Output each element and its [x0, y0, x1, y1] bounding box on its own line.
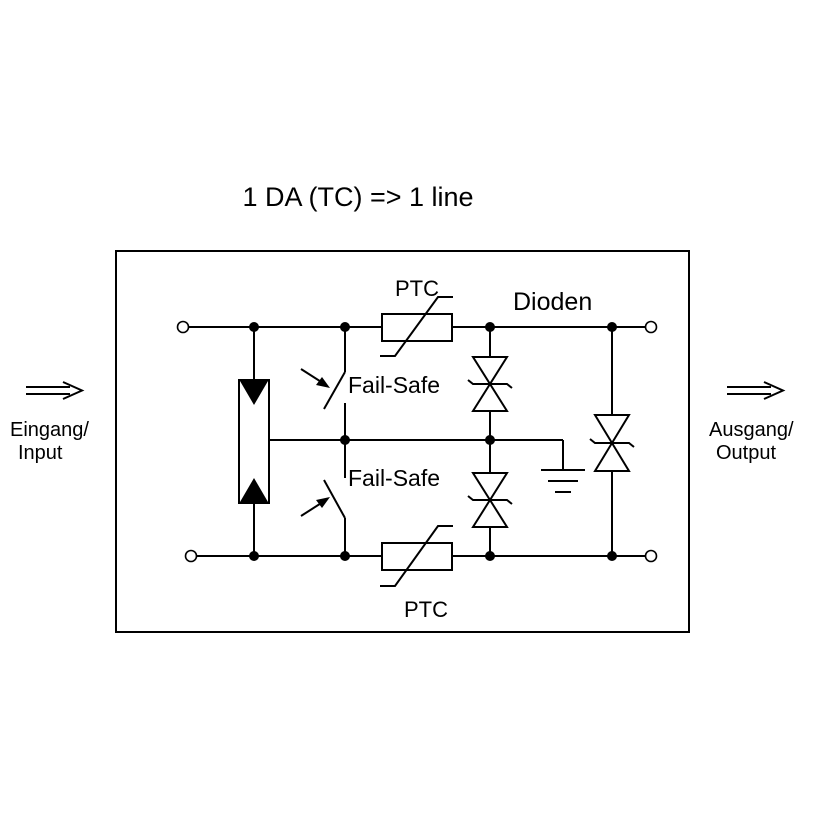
junction-dot [249, 551, 259, 561]
junction-dot [249, 322, 259, 332]
input-label-line1: Eingang/ [10, 419, 89, 441]
gas-discharge-arrester [238, 327, 270, 556]
input-arrow-icon [26, 381, 85, 400]
output-label-line2: Output [716, 442, 776, 464]
output-arrow-icon [727, 381, 786, 400]
tvs-diode-bottom [467, 440, 513, 556]
tvs-diode-output [589, 327, 635, 556]
input-label-line2: Input [18, 442, 63, 464]
input-terminal-top [176, 320, 190, 334]
ptc-label-top: PTC [395, 276, 439, 301]
junction-dot [485, 322, 495, 332]
diagram-title: 1 DA (TC) => 1 line [242, 182, 473, 212]
ptc-resistor-bottom [380, 525, 453, 587]
fail-safe-switch-top [300, 327, 346, 440]
tvs-diode-top [467, 327, 513, 440]
ptc-resistor-top [380, 296, 453, 357]
fail-safe-switch-bottom [300, 440, 346, 556]
output-terminal-top [644, 320, 658, 334]
junction-dot [340, 322, 350, 332]
junction-dot [485, 435, 495, 445]
arrester-electrode-bottom [240, 478, 268, 502]
junction-dot [340, 435, 350, 445]
output-terminal-bottom [644, 549, 658, 563]
junction-dot [340, 551, 350, 561]
device-enclosure [115, 250, 690, 633]
junction-dot [607, 551, 617, 561]
middle-ground-line [269, 439, 564, 470]
fail-safe-label-bottom: Fail-Safe [348, 465, 440, 491]
fail-safe-label-top: Fail-Safe [348, 372, 440, 398]
output-label-line1: Ausgang/ [709, 419, 794, 441]
junction-dot [485, 551, 495, 561]
ground-icon [541, 469, 585, 493]
input-terminal-bottom [184, 549, 198, 563]
junction-dots [249, 322, 617, 561]
ptc-label-bottom: PTC [404, 597, 448, 622]
arrester-electrode-top [240, 381, 268, 405]
diodes-label: Dioden [513, 288, 592, 316]
junction-dot [607, 322, 617, 332]
